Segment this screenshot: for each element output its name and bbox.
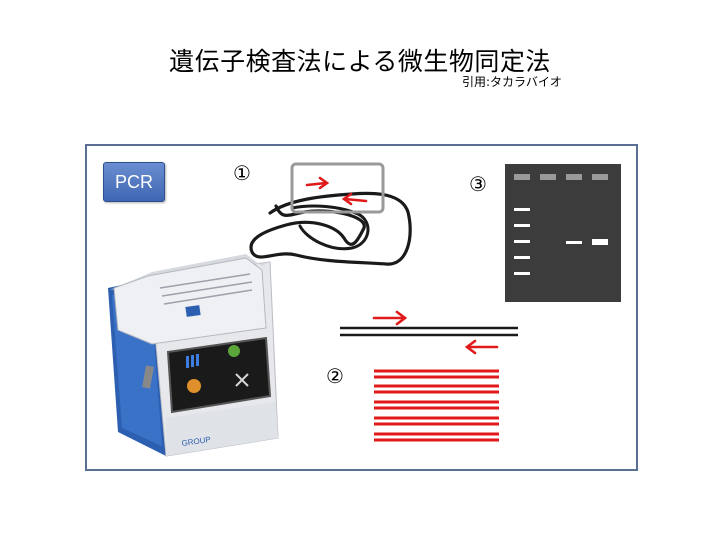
gel-electrophoresis-image [505, 164, 621, 302]
slide-title: 遺伝子検査法による微生物同定法 [169, 47, 551, 76]
thermal-cycler-image: GROUP [108, 254, 279, 457]
primer-arrow [305, 176, 368, 206]
amplified-dna-copies [374, 369, 499, 442]
citation: 引用:タカラバイオ [462, 75, 562, 89]
template-dna [340, 326, 518, 337]
step-3-marker: ③ [469, 172, 487, 196]
dna-strand-drawing [249, 191, 412, 266]
pcr-badge: PCR [103, 162, 165, 202]
step-2-marker: ② [326, 364, 344, 388]
svg-text:GROUP: GROUP [181, 435, 211, 448]
target-region-highlight [290, 162, 385, 214]
primer-arrow [372, 310, 499, 355]
step-1-marker: ① [233, 161, 251, 185]
